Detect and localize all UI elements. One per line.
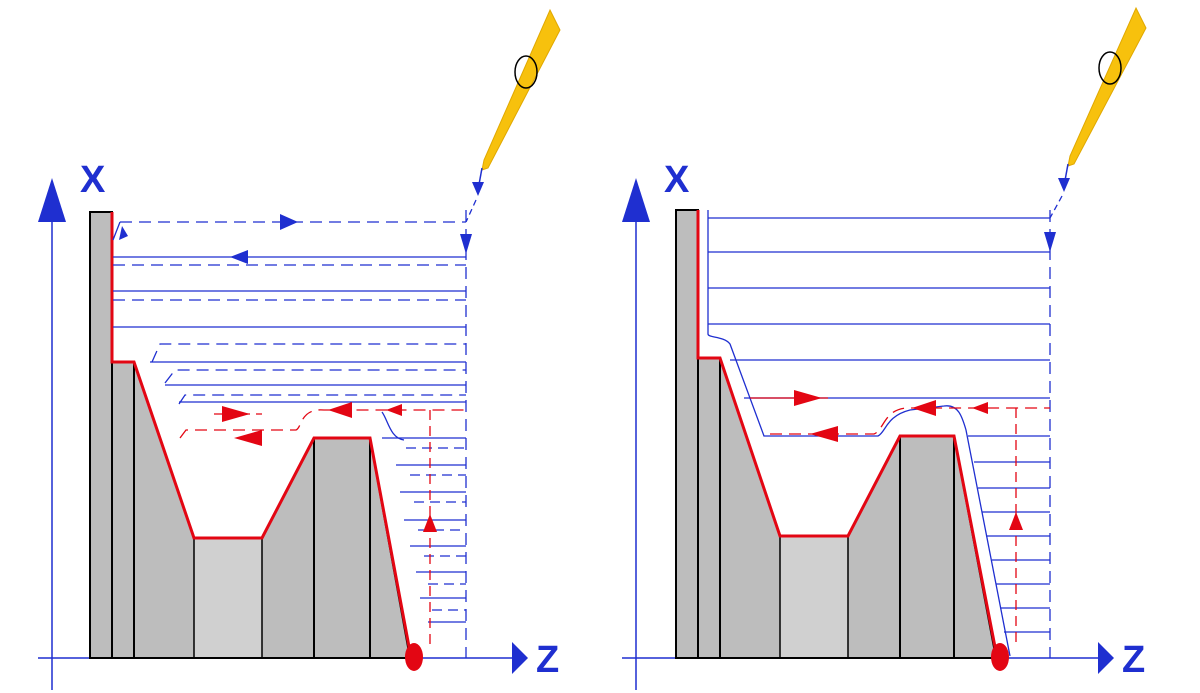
tool-nose-marker-icon xyxy=(991,643,1009,671)
panel-left: X Z xyxy=(38,8,561,690)
direction-arrow-icon xyxy=(280,214,298,230)
z-axis-arrow-icon xyxy=(1098,642,1114,674)
tool-nose-marker-icon xyxy=(405,643,423,671)
direction-arrow-icon xyxy=(328,402,352,418)
x-axis: X xyxy=(38,159,106,690)
direction-arrow-icon xyxy=(912,400,936,416)
z-axis-arrow-icon xyxy=(512,642,528,674)
direction-arrow-icon xyxy=(810,426,838,442)
x-axis: X xyxy=(622,159,690,690)
direction-arrow-icon xyxy=(386,404,402,416)
direction-arrow-icon xyxy=(1009,512,1023,530)
x-axis-label: X xyxy=(80,159,106,201)
direction-arrow-icon xyxy=(230,250,248,264)
workpiece xyxy=(89,211,423,671)
z-axis-label: Z xyxy=(536,639,559,681)
z-axis-label: Z xyxy=(1122,639,1145,681)
direction-arrow-icon xyxy=(794,390,822,406)
workpiece xyxy=(675,209,1009,671)
direction-arrow-icon xyxy=(460,234,472,254)
panel-right: X Z xyxy=(622,6,1147,690)
cutting-tool-icon xyxy=(1049,6,1147,219)
direction-arrow-icon xyxy=(234,430,262,446)
direction-arrow-icon xyxy=(972,402,988,414)
direction-arrow-icon xyxy=(222,406,250,422)
x-axis-arrow-icon xyxy=(622,178,650,222)
x-axis-arrow-icon xyxy=(38,178,66,222)
direction-arrow-icon xyxy=(423,514,437,532)
direction-arrow-icon xyxy=(119,226,128,240)
cutting-tool-icon xyxy=(465,8,561,223)
finish-profile xyxy=(696,210,998,653)
direction-arrow-icon xyxy=(1044,232,1056,252)
finish-profile xyxy=(110,212,412,653)
x-axis-label: X xyxy=(664,159,690,201)
